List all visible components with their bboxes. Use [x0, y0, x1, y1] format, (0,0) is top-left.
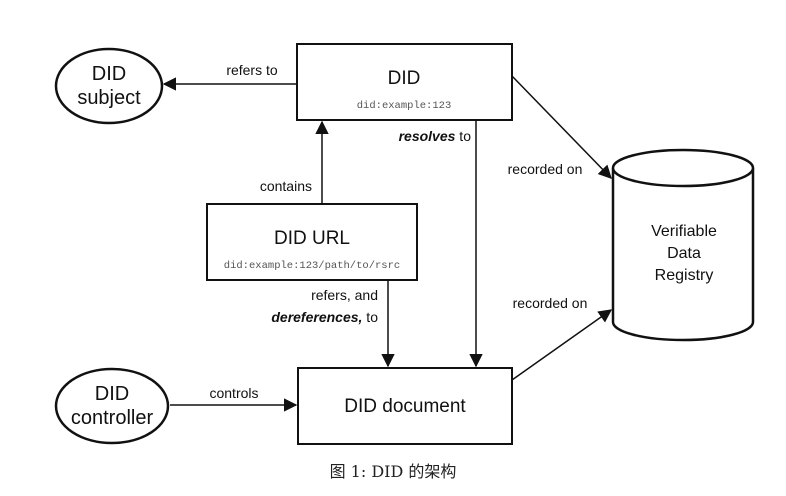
label-recorded-on-bottom: recorded on	[513, 295, 588, 311]
registry-line1: Verifiable	[651, 223, 717, 240]
label-recorded-on-top: recorded on	[508, 161, 583, 177]
figure-caption: 图 1: DID 的架构	[329, 462, 457, 481]
label-resolves-rest: to	[455, 128, 471, 144]
did-subject-node: DID subject	[54, 47, 164, 125]
label-dereferences-to: dereferences, to	[271, 309, 378, 325]
label-dereferences-rest: to	[362, 309, 378, 325]
label-contains: contains	[260, 178, 312, 194]
did-node: DID did:example:123	[296, 43, 513, 121]
did-document-node: DID document	[297, 367, 513, 445]
did-url-title: DID URL	[274, 228, 350, 249]
label-dereferences-bold: dereferences,	[271, 309, 362, 325]
did-document-title: DID document	[344, 396, 466, 417]
label-refers-to: refers to	[226, 62, 278, 78]
did-title: DID	[388, 68, 421, 89]
registry-line3: Registry	[655, 267, 714, 284]
did-controller-line2: controller	[71, 407, 154, 429]
registry-line2: Data	[667, 245, 701, 262]
edge-recorded-on-top	[511, 75, 612, 179]
label-controls: controls	[209, 385, 258, 401]
label-resolves-bold: resolves	[399, 128, 456, 144]
label-resolves-to: resolves to	[399, 128, 472, 144]
edge-recorded-on-bottom	[511, 309, 613, 381]
did-url-example: did:example:123/path/to/rsrc	[224, 260, 400, 272]
registry-node: Verifiable Data Registry	[611, 148, 755, 342]
did-controller-node: DID controller	[54, 367, 170, 445]
did-url-node: DID URL did:example:123/path/to/rsrc	[206, 203, 418, 281]
label-refers-and: refers, and	[311, 287, 378, 303]
did-subject-line1: DID	[92, 63, 126, 85]
did-example: did:example:123	[357, 100, 452, 112]
did-controller-line1: DID	[95, 383, 129, 405]
did-subject-line2: subject	[77, 87, 141, 109]
